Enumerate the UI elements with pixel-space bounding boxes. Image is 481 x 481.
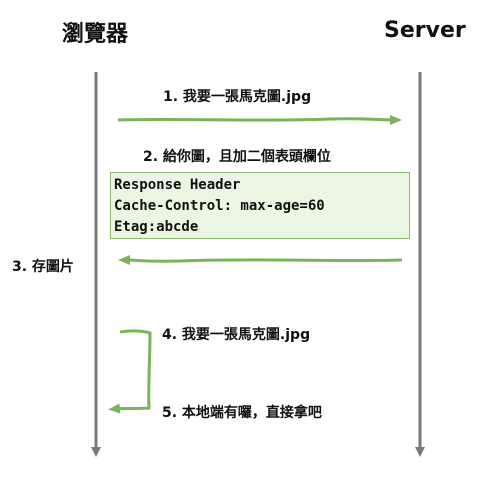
request-arrow-1 — [117, 114, 402, 125]
message-2-label: 2. 給你圖，且加二個表頭欄位 — [143, 149, 331, 165]
response-header-box — [110, 172, 410, 239]
step-3-label: 3. 存圖片 — [12, 259, 74, 275]
server-actor-label: Server — [384, 18, 466, 43]
cache-control-line: Cache-Control: max-age=60 — [114, 198, 325, 214]
browser-actor-label: 瀏覽器 — [62, 22, 129, 47]
etag-line: Etag:abcde — [114, 219, 199, 235]
response-header-title: Response Header — [114, 177, 241, 193]
response-arrow-2 — [118, 255, 403, 266]
message-1-label: 1. 我要一張馬克圖.jpg — [163, 89, 312, 105]
message-5-label: 5. 本地端有囉，直接拿吧 — [162, 405, 322, 421]
message-4-label: 4. 我要一張馬克圖.jpg — [162, 327, 311, 343]
local-cache-loop-arrow — [108, 329, 152, 414]
